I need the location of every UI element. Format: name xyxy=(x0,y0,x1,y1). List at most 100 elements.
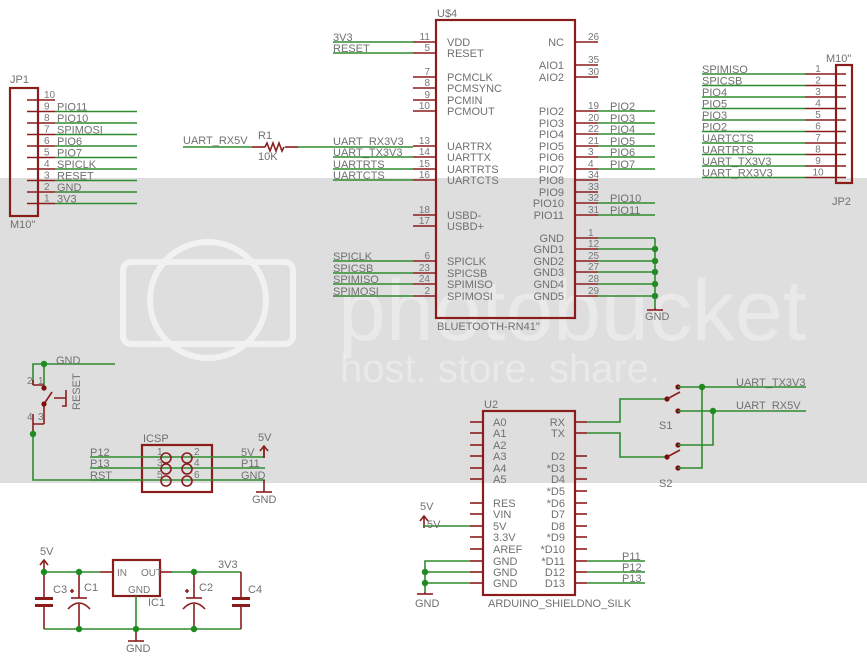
icsp-pin-number: 3 xyxy=(157,458,163,469)
junction-dot xyxy=(709,407,717,415)
resistor-r1-icon xyxy=(264,140,285,154)
jp1-net-label: PIO6 xyxy=(57,136,82,148)
icsp-pin-number: 5 xyxy=(157,470,163,481)
jp2-pin-number: 9 xyxy=(815,156,821,167)
u2-pin-label: TX xyxy=(551,428,566,440)
jp1-pin-number: 10 xyxy=(44,90,56,101)
ic1-gnd-label: GND xyxy=(128,585,150,596)
u4-pin-label: UARTTX xyxy=(447,152,491,164)
jp2-net-label: PIO2 xyxy=(702,122,727,134)
icsp-pin-number: 2 xyxy=(194,447,200,458)
u4-pin-label: VDD xyxy=(447,37,470,49)
jp1-pin-number: 6 xyxy=(44,136,50,147)
u4-net-label: PIO6 xyxy=(610,147,635,159)
jp1-pin-number: 4 xyxy=(44,159,50,170)
u4-net-label: PIO5 xyxy=(610,136,635,148)
jp2-net-label: SPIMISO xyxy=(702,64,748,76)
jp2-pin-number: 5 xyxy=(815,110,821,121)
u4-pin-number: 6 xyxy=(424,251,430,262)
s2-name: S2 xyxy=(659,478,672,490)
jp2-pin-number: 3 xyxy=(815,87,821,98)
u2-pin-label: *D3 xyxy=(547,463,565,475)
u4-pin-label: AIO2 xyxy=(539,72,564,84)
jp1-net-label: PIO7 xyxy=(57,148,82,160)
u2-name: U2 xyxy=(484,399,498,411)
u4-pin-number: 5 xyxy=(424,43,430,54)
icsp-right-net-label: 5V xyxy=(241,447,255,459)
watermark-tagline: host. store. share. xyxy=(340,347,660,391)
icsp-pin-number: 6 xyxy=(194,470,200,481)
u4-pin-label: SPIMOSI xyxy=(447,291,493,303)
u4-pin-label: PIO5 xyxy=(539,141,564,153)
u2-pin-label: *D11 xyxy=(541,556,565,568)
jp1-pin-number: 2 xyxy=(44,182,50,193)
u2-pin-label: D12 xyxy=(545,567,565,579)
u4-pin-number: 14 xyxy=(419,147,431,158)
u4-pin-label: PCMIN xyxy=(447,95,483,107)
capacitor-label: C2 xyxy=(199,582,213,594)
u4-pin-label: SPICLK xyxy=(447,256,487,268)
polarity-plus-icon xyxy=(70,589,74,593)
u4-pin-label: PCMCLK xyxy=(447,72,494,84)
u4-pin-label: PCMOUT xyxy=(447,106,495,118)
jp2-net-label: PIO3 xyxy=(702,110,727,122)
u4-pin-label: USBD+ xyxy=(447,221,484,233)
icsp-pin-pad xyxy=(160,463,172,475)
u2-net-label: P12 xyxy=(622,562,642,574)
jp2-pin-number: 6 xyxy=(815,122,821,133)
capacitor-curved-plate xyxy=(67,602,91,610)
u2-gnd-wire xyxy=(424,560,470,592)
switch-contact xyxy=(664,454,670,460)
switch-contact xyxy=(41,401,47,407)
u2-pin-label: *D6 xyxy=(547,498,565,510)
u4-net-label: UARTCTS xyxy=(333,170,385,182)
u2-pin-label: 3.3V xyxy=(493,532,516,544)
u4-net-label: PIO10 xyxy=(610,193,641,205)
ground-label: GND xyxy=(645,311,670,323)
u4-net-label: UART_RX3V3 xyxy=(333,136,404,148)
junction-dot xyxy=(190,625,198,633)
u4-pin-number: 15 xyxy=(419,159,431,170)
jp2-pin-number: 1 xyxy=(815,64,821,75)
u4-pin-label: PIO10 xyxy=(533,198,564,210)
reset-switch-actuator xyxy=(54,390,67,407)
reset-pin xyxy=(32,404,45,434)
reset-pin-number: 3 xyxy=(38,412,44,423)
polarity-plus-icon xyxy=(185,589,189,593)
reset-gnd-label: GND xyxy=(56,355,81,367)
u4-net-label: PIO7 xyxy=(610,159,635,171)
icsp-left-net-label: RST xyxy=(90,470,112,482)
u4-net-label: SPIMISO xyxy=(333,274,379,286)
u2-pin-label: *D5 xyxy=(547,486,565,498)
u4-pin-label: UARTCTS xyxy=(447,175,499,187)
u4-pin-label: PIO11 xyxy=(534,210,564,222)
switch-tx-net-label: UART_TX3V3 xyxy=(736,377,806,389)
s1-name: S1 xyxy=(659,420,672,432)
u2-pin-label: A4 xyxy=(493,463,506,475)
u4-pin-label: GND xyxy=(540,233,565,245)
u4-pin-number: 23 xyxy=(419,263,431,274)
jp1-connector-body xyxy=(8,86,40,218)
u4-pin-number: 26 xyxy=(588,32,600,43)
u4-value: BLUETOOTH-RN41" xyxy=(437,321,540,333)
u2-pin-label: *D9 xyxy=(547,532,565,544)
u4-pin-label: NC xyxy=(548,37,564,49)
u4-pin-label: PIO9 xyxy=(539,187,564,199)
u2-pin-label: A3 xyxy=(493,451,506,463)
s2-tx-wire xyxy=(587,432,665,458)
jp1-net-label: PIO11 xyxy=(57,102,87,114)
junction-dot xyxy=(40,568,48,576)
switch-contact xyxy=(664,396,670,402)
jp1-pin-number: 9 xyxy=(44,102,50,113)
jp2-net-label: UART_TX3V3 xyxy=(702,156,772,168)
icsp-pin-number: 4 xyxy=(194,458,200,469)
u2-pin-label: A2 xyxy=(493,440,506,452)
u2-pin-label: GND xyxy=(493,578,518,590)
u4-pin-label: GND4 xyxy=(533,279,564,291)
u4-net-label: PIO2 xyxy=(610,101,635,113)
watermark-logo: photobucket host. store. share. xyxy=(120,239,807,391)
jp2-pin-number: 8 xyxy=(815,145,821,156)
capacitor-label: C1 xyxy=(84,582,98,594)
jp1-net-label: RESET xyxy=(57,171,94,183)
